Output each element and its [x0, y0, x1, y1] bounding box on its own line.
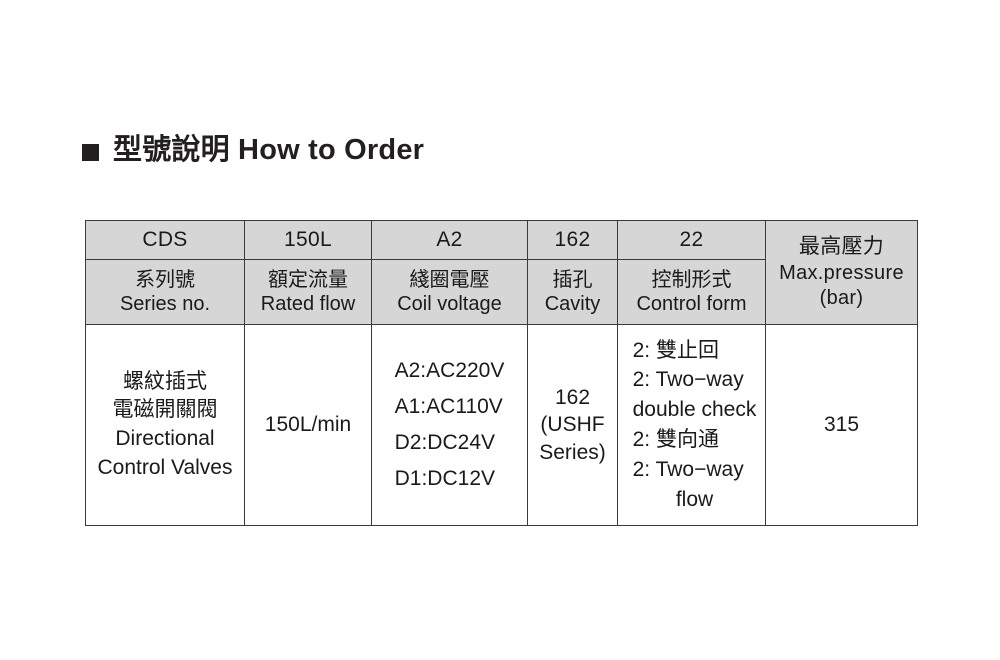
control-line-6: flow — [675, 487, 714, 511]
how-to-order-table: CDS 150L A2 162 22 最高壓力 Max.pressure (ba… — [85, 220, 918, 526]
max-pressure-label-cn: 最高壓力 — [798, 235, 885, 259]
header-code-rated-flow: 150L — [244, 220, 372, 260]
control-line-5: 2: Two−way — [632, 457, 744, 481]
voltage-option-a1: A1:AC110V — [394, 394, 503, 418]
header-name-control-form: 控制形式 Control form — [617, 259, 766, 325]
series-line-3: Directional — [115, 427, 215, 450]
voltage-option-a2: A2:AC220V — [394, 358, 505, 382]
header-name-rated-flow: 額定流量 Rated flow — [244, 259, 372, 325]
header-name-control-form-en: Control form — [636, 293, 747, 315]
header-name-control-form-cn: 控制形式 — [651, 268, 732, 291]
series-line-1: 螺紋插式 — [123, 369, 207, 393]
table-body-row: 螺紋插式 電磁開關閥 Directional Control Valves 15… — [85, 324, 918, 526]
voltage-option-d2: D2:DC24V — [394, 431, 496, 454]
square-bullet-icon — [82, 144, 99, 161]
max-pressure-unit: (bar) — [819, 286, 864, 309]
cell-coil-voltage-value: A2:AC220V A1:AC110V D2:DC24V D1:DC12V — [371, 324, 528, 526]
header-code-series: CDS — [85, 220, 245, 260]
header-code-coil-voltage: A2 — [371, 220, 528, 260]
header-name-cavity: 插孔 Cavity — [527, 259, 618, 325]
cell-rated-flow-value: 150L/min — [244, 324, 372, 526]
header-name-series-en: Series no. — [119, 293, 211, 315]
control-line-2: 2: Two−way — [632, 368, 744, 392]
cell-cavity-value: 162 (USHF Series) — [527, 324, 618, 526]
cell-control-form-value: 2: 雙止回 2: Two−way double check 2: 雙向通 2:… — [617, 324, 766, 526]
page-title-text: 型號說明 How to Order — [113, 134, 425, 166]
control-line-3: double check — [632, 398, 757, 422]
max-pressure-label-en: Max.pressure — [779, 261, 904, 284]
header-name-coil-voltage-cn: 綫圈電壓 — [409, 268, 490, 291]
header-name-coil-voltage-en: Coil voltage — [397, 293, 502, 315]
table-header-code-row: CDS 150L A2 162 22 最高壓力 Max.pressure (ba… — [85, 220, 918, 325]
cell-series-value: 螺紋插式 電磁開關閥 Directional Control Valves — [85, 324, 245, 526]
cavity-line-2: (USHF — [540, 413, 605, 437]
header-name-rated-flow-en: Rated flow — [260, 293, 356, 315]
series-line-4: Control Valves — [97, 455, 233, 479]
series-line-2: 電磁開關閥 — [112, 398, 218, 422]
voltage-option-d1: D1:DC12V — [394, 467, 496, 491]
header-name-rated-flow-cn: 額定流量 — [268, 268, 348, 291]
cell-max-pressure-value: 315 — [765, 324, 918, 526]
header-name-series: 系列號 Series no. — [85, 259, 245, 325]
table-header-name-row: 系列號 Series no. 額定流量 Rated flow 綫圈電壓 Coil… — [85, 259, 918, 325]
header-code-control-form: 22 — [617, 220, 766, 260]
header-name-series-cn: 系列號 — [135, 268, 195, 291]
header-name-coil-voltage: 綫圈電壓 Coil voltage — [371, 259, 528, 325]
header-name-cavity-cn: 插孔 — [552, 268, 593, 291]
page-title: 型號說明 How to Order — [82, 136, 424, 165]
control-line-4: 2: 雙向通 — [632, 428, 719, 451]
control-line-1: 2: 雙止回 — [632, 338, 719, 362]
cavity-line-1: 162 — [554, 386, 591, 410]
header-max-pressure: 最高壓力 Max.pressure (bar) — [765, 220, 918, 325]
cavity-line-3: Series) — [539, 440, 606, 464]
header-code-cavity: 162 — [527, 220, 618, 260]
header-name-cavity-en: Cavity — [544, 293, 601, 315]
rated-flow-value: 150L/min — [264, 413, 352, 437]
